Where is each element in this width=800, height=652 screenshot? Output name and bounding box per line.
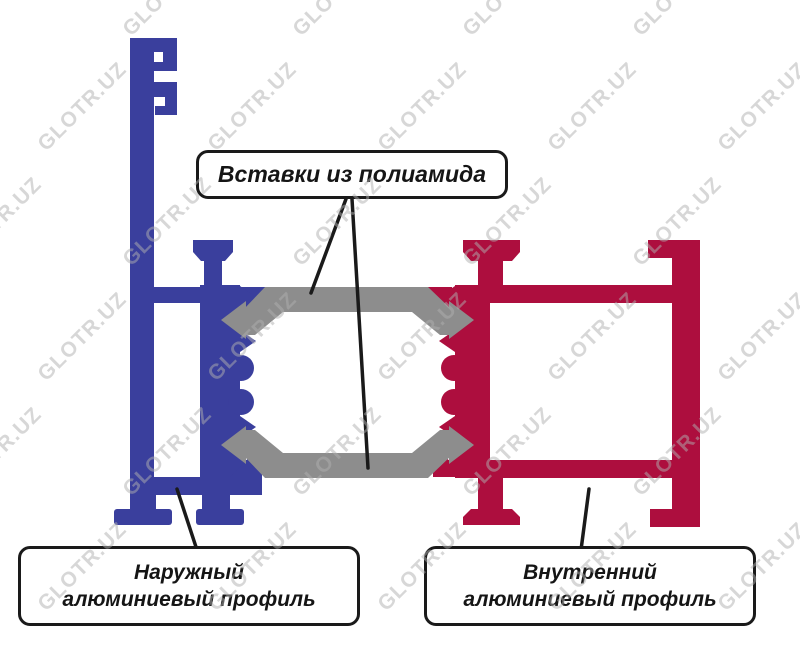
polyamide-inserts-shape: [221, 287, 474, 478]
inner-profile-shape: [426, 240, 700, 527]
outer-t-stem: [204, 258, 222, 290]
outer-finger-1: [240, 286, 256, 308]
outer-bottom-bar: [130, 477, 262, 495]
inner-right-bottom-foot: [650, 509, 700, 527]
inner-t-cap-top: [463, 240, 520, 261]
inner-right-bar: [672, 240, 700, 527]
pointer-line-inner-profile: [579, 487, 591, 552]
label-polyamide-inserts: Вставки из полиамида: [196, 150, 508, 199]
inner-bump-2: [441, 389, 467, 415]
inner-t-stem-top: [478, 258, 503, 288]
outer-top-hook-toe: [150, 62, 166, 71]
outer-top-arm: [130, 38, 177, 52]
outer-second-arm-tab: [165, 96, 177, 115]
outer-right-foot: [196, 509, 244, 525]
polyamide-top-left-arrow: [221, 301, 246, 339]
label-inner-profile: Внутренний алюминиевый профиль: [424, 546, 756, 626]
pointer-line-bottom-insert: [350, 197, 370, 470]
label-inner-profile-line1: Внутренний: [523, 560, 657, 584]
outer-left-foot: [114, 509, 172, 525]
outer-bump-2: [228, 389, 254, 415]
label-outer-profile: Наружный алюминиевый профиль: [18, 546, 360, 626]
inner-finger-1: [439, 286, 455, 308]
outer-bump-1: [228, 355, 254, 381]
label-inner-profile-line2: алюминиевый профиль: [463, 588, 717, 611]
inner-t-stem-bottom: [478, 478, 503, 510]
outer-t-cap: [193, 240, 233, 261]
polyamide-top-right-arrow: [449, 301, 474, 339]
pointer-lines: [175, 197, 591, 552]
outer-right-leg: [202, 495, 230, 511]
polyamide-bottom-left-arrow: [221, 426, 246, 464]
outer-main-bar: [130, 38, 154, 495]
inner-bump-1: [441, 355, 467, 381]
label-polyamide-inserts-text: Вставки из полиамида: [217, 160, 487, 187]
pointer-line-outer-profile: [175, 487, 199, 552]
outer-left-leg: [130, 495, 156, 511]
polyamide-insert-bottom: [243, 430, 452, 478]
outer-second-arm-toe: [155, 106, 166, 115]
inner-t-cap-bottom: [463, 509, 520, 525]
label-outer-profile-line2: алюминиевый профиль: [62, 588, 316, 611]
label-outer-profile-line1: Наружный: [134, 560, 244, 584]
polyamide-insert-top: [243, 287, 452, 335]
inner-top-bar: [455, 285, 700, 303]
outer-top-hook-lip: [163, 50, 177, 71]
inner-right-top-cap: [648, 240, 700, 258]
pointer-line-top-insert: [309, 197, 348, 295]
inner-bottom-bar: [455, 460, 700, 478]
outer-second-arm: [130, 82, 177, 97]
polyamide-bottom-right-arrow: [449, 426, 474, 464]
